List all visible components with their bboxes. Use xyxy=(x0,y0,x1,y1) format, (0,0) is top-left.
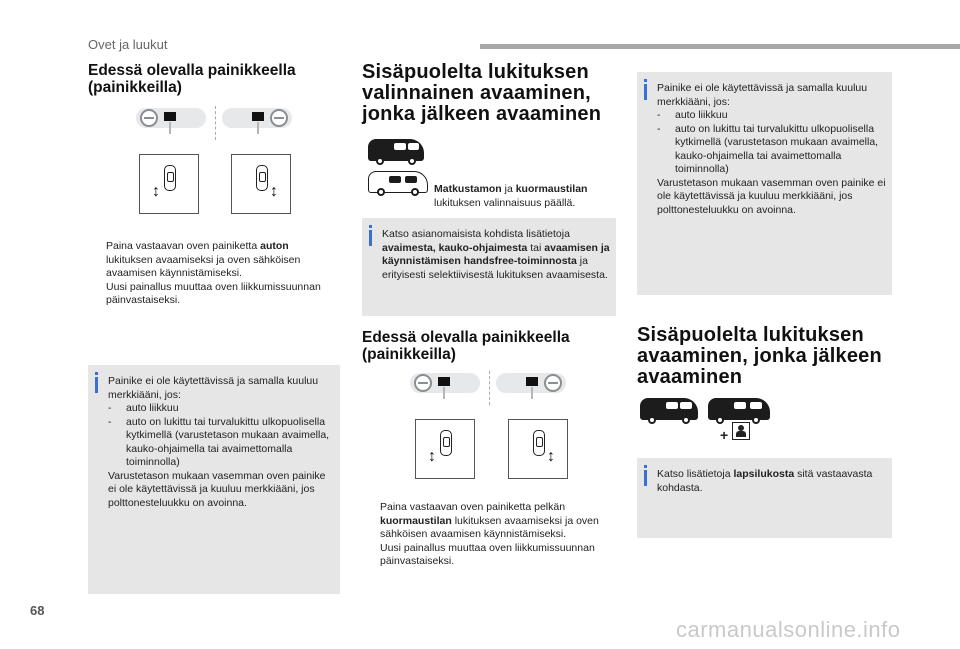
left-column: Edessä olevalla painikkeella (painikkeil… xyxy=(88,62,340,308)
button-icon xyxy=(526,377,538,386)
right-door-button xyxy=(496,373,566,399)
page-number: 68 xyxy=(30,603,45,618)
middle-heading2: Edessä olevalla painikkeella (painikkeil… xyxy=(362,329,570,363)
left-door-button xyxy=(136,108,206,134)
van-cargo-icon xyxy=(368,171,428,196)
right-info-note-2: Katso lisätietoja lapsilukosta sitä vast… xyxy=(637,458,892,538)
note-list-item: -auto liikkuu xyxy=(108,402,179,414)
bullet-marker xyxy=(362,542,380,569)
door-symbol-right: ↕ xyxy=(231,154,291,214)
steering-wheel-icon xyxy=(544,374,562,392)
info-icon xyxy=(644,79,647,100)
info-icon xyxy=(95,372,98,393)
bullet-marker xyxy=(88,240,106,281)
right-door-button xyxy=(222,108,292,134)
door-symbol-left: ↕ xyxy=(139,154,199,214)
van-icon xyxy=(708,398,770,424)
bullet-item: Paina vastaavan oven painiketta pelkän k… xyxy=(362,501,614,542)
middle-info-note: Katso asianomaisista kohdista lisätietoj… xyxy=(362,218,616,316)
button-icon xyxy=(252,112,264,121)
divider-line xyxy=(215,106,216,140)
pointer-line xyxy=(443,387,445,399)
bullet-marker xyxy=(88,281,106,308)
info-icon xyxy=(644,465,647,486)
door-symbol-left: ↕ xyxy=(415,419,475,479)
van-icon xyxy=(640,398,698,424)
middle-heading: Sisäpuolelta lukituksen valinnainen avaa… xyxy=(362,61,602,125)
pointer-line xyxy=(531,387,533,399)
arrow-icon: ↕ xyxy=(428,448,436,465)
middle-column: Sisäpuolelta lukituksen valinnainen avaa… xyxy=(362,61,616,209)
pointer-line xyxy=(169,122,171,134)
right-info-note: Painike ei ole käytettävissä ja samalla … xyxy=(637,72,892,295)
left-buttons-illustration xyxy=(136,106,340,148)
header-bar xyxy=(480,44,960,49)
door-symbol-right: ↕ xyxy=(508,419,568,479)
info-icon xyxy=(369,225,372,246)
middle-buttons-illustration xyxy=(410,371,616,413)
note-list-item: -auto liikkuu xyxy=(657,109,728,121)
left-heading: Edessä olevalla painikkeella (painikkeil… xyxy=(88,62,296,96)
middle-door-symbols: ↕ ↕ xyxy=(362,419,616,481)
steering-wheel-icon xyxy=(414,374,432,392)
note-list-item: -auto on lukittu tai turvalukittu ulkopu… xyxy=(657,122,879,176)
arrow-icon: ↕ xyxy=(547,448,555,465)
section-title: Ovet ja luukut xyxy=(88,37,168,52)
steering-wheel-icon xyxy=(270,109,288,127)
left-info-note: Painike ei ole käytettävissä ja samalla … xyxy=(88,365,340,594)
watermark: carmanualsonline.info xyxy=(676,617,901,642)
left-bullets: Paina vastaavan oven painiketta auton lu… xyxy=(88,240,338,308)
van-illustrations: Matkustamon ja kuormaustilan lukituksen … xyxy=(362,139,616,209)
plus-sign: + xyxy=(720,427,729,443)
left-door-button xyxy=(410,373,480,399)
button-icon xyxy=(164,112,176,121)
van-caption: Matkustamon ja kuormaustilan lukituksen … xyxy=(434,183,588,209)
sliding-door-icon xyxy=(256,165,268,191)
arrow-icon: ↕ xyxy=(270,183,278,200)
right-heading: Sisäpuolelta lukituksen avaaminen, jonka… xyxy=(637,324,882,388)
sliding-door-icon xyxy=(533,430,545,456)
steering-wheel-icon xyxy=(140,109,158,127)
sliding-door-icon xyxy=(164,165,176,191)
divider-line xyxy=(489,371,490,405)
bullet-item: Uusi painallus muuttaa oven liikkumissuu… xyxy=(362,542,614,569)
arrow-icon: ↕ xyxy=(152,183,160,200)
sliding-door-icon xyxy=(440,430,452,456)
bullet-marker xyxy=(362,501,380,542)
child-lock-icon xyxy=(732,422,750,440)
pointer-line xyxy=(257,122,259,134)
bullet-item: Uusi painallus muuttaa oven liikkumissuu… xyxy=(88,281,338,308)
middle-bullets: Paina vastaavan oven painiketta pelkän k… xyxy=(362,501,614,569)
note-list-item: -auto on lukittu tai turvalukittu ulkopu… xyxy=(108,415,330,469)
button-icon xyxy=(438,377,450,386)
middle-column-lower: Edessä olevalla painikkeella (painikkeil… xyxy=(362,329,616,569)
van-icon xyxy=(368,139,424,165)
bullet-item: Paina vastaavan oven painiketta auton lu… xyxy=(88,240,338,281)
right-van-illustrations: + xyxy=(640,396,780,444)
left-door-symbols: ↕ ↕ xyxy=(88,154,340,216)
